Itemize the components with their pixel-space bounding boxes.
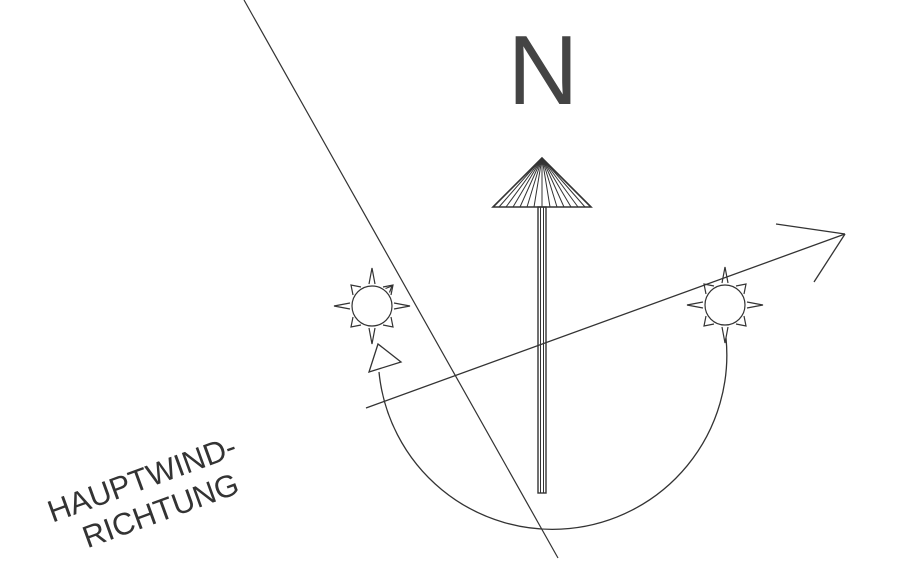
property-boundary-line: [243, 0, 559, 559]
sun-path-arc: [378, 337, 728, 530]
wind-arrow-icon: [365, 223, 846, 409]
sun-icon-sunrise: [333, 267, 411, 345]
sun-icon-sunset: [686, 266, 764, 344]
north-arrow-icon: [491, 156, 593, 494]
sun-path-direction-icon: [367, 342, 403, 373]
north-label: N: [508, 15, 579, 125]
wind-direction-label: HAUPTWIND- RICHTUNG: [43, 429, 244, 555]
